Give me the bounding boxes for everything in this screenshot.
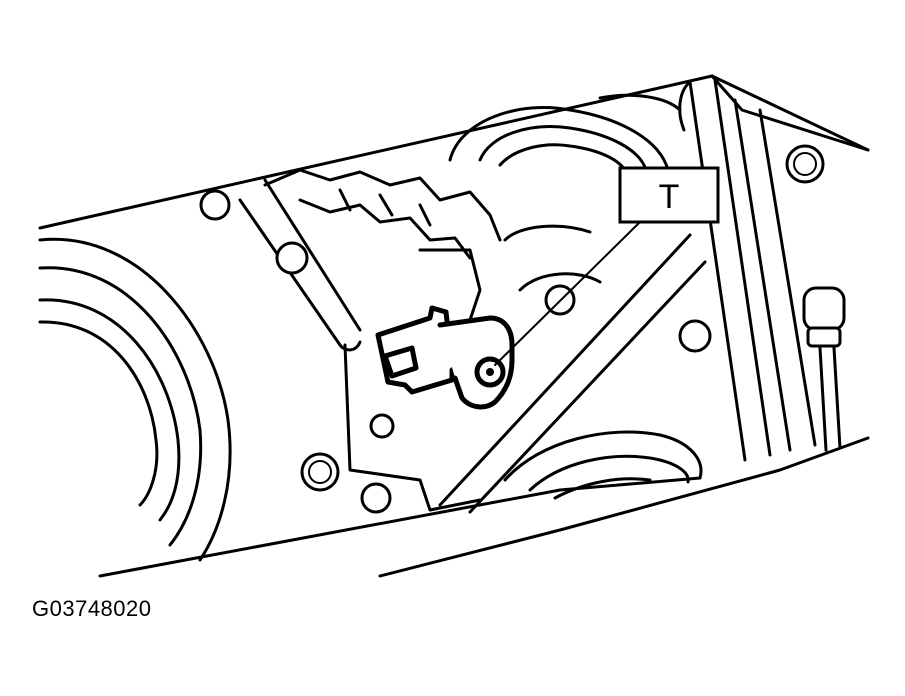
diagonal-strut: [438, 233, 707, 514]
upper-pulley: [448, 93, 682, 174]
stud-bolt: [802, 286, 846, 452]
callout-leader-line: [494, 221, 641, 366]
crankshaft-pulley: [38, 237, 232, 562]
bolts: [199, 144, 825, 514]
callout-label: T: [659, 178, 680, 216]
engine-block-outline: [38, 74, 870, 578]
lower-pulley: [503, 430, 703, 500]
alternator-teeth: [263, 168, 502, 260]
figure-code: G03748020: [32, 596, 152, 621]
mounting-rails: [678, 78, 817, 462]
sensor-housing: [343, 224, 602, 512]
callout-box: T: [618, 166, 720, 224]
camshaft-position-sensor: [375, 305, 515, 410]
